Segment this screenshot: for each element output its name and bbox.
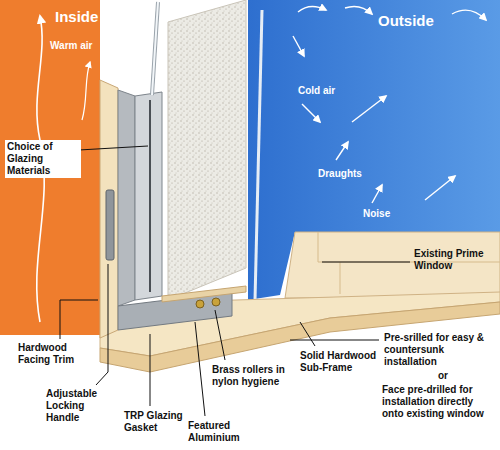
part-label: TRP Glazing Gasket — [124, 410, 184, 434]
leader-lines — [60, 146, 410, 416]
brass-roller — [212, 298, 220, 306]
region-heading: Inside — [55, 8, 98, 26]
outside-band — [248, 0, 500, 300]
prime-window-frame — [285, 232, 500, 298]
part-label: Brass rollers in nylon hygiene — [212, 364, 304, 388]
air-arrow — [372, 185, 382, 203]
air-arrow — [298, 6, 326, 12]
air-arrow — [336, 142, 348, 160]
aluminium-frame — [118, 90, 135, 306]
part-label: Featured Aluminium — [188, 420, 256, 444]
air-arrow — [302, 104, 320, 122]
secondary-glass — [152, 2, 158, 95]
leader-line — [195, 322, 205, 416]
prime-glass — [255, 10, 262, 300]
leader-line — [322, 262, 410, 263]
air-arrow — [425, 176, 455, 200]
air-arrow — [452, 10, 486, 20]
frame-profile — [340, 262, 341, 294]
region-note: Cold air — [298, 85, 335, 97]
wall-reveal — [168, 0, 246, 300]
part-label: Hardwood Facing Trim — [18, 342, 98, 366]
part-label: Pre-srilled for easy & countersunk insta… — [384, 332, 494, 368]
glazing-gasket — [149, 100, 151, 292]
brass-roller — [196, 300, 204, 308]
facing-trim — [100, 80, 118, 338]
air-arrow — [293, 36, 304, 56]
air-arrow — [345, 6, 372, 14]
inside-band — [0, 0, 100, 335]
part-label: Solid Hardwood Sub-Frame — [300, 350, 378, 374]
part-label: Face pre-drilled for installation direct… — [382, 384, 496, 420]
secondary-glass — [152, 2, 158, 95]
leader-line — [150, 334, 151, 406]
leader-line — [300, 322, 315, 346]
leader-line — [60, 300, 98, 339]
leader-line — [290, 340, 379, 341]
part-label: Adjustable Locking Handle — [46, 388, 104, 424]
air-arrows — [293, 6, 486, 203]
region-heading: Outside — [378, 12, 434, 30]
locking-handle — [106, 190, 114, 260]
region-note: Warm air — [50, 40, 92, 52]
part-label: Choice of Glazing Materials — [5, 140, 81, 178]
leader-line — [215, 310, 225, 360]
sub-frame — [162, 286, 246, 302]
part-label: Existing Prime Window — [414, 248, 486, 272]
aluminium-frame — [135, 92, 162, 300]
leader-line — [79, 146, 148, 150]
region-note: Noise — [363, 208, 390, 220]
warm-air-arrow — [82, 62, 90, 120]
air-arrow — [352, 96, 386, 122]
outside-band: OutsideCold airDraughtsNoise — [248, 0, 500, 232]
region-note: Draughts — [318, 168, 362, 180]
leader-line — [96, 264, 108, 385]
part-label: or — [438, 370, 458, 382]
